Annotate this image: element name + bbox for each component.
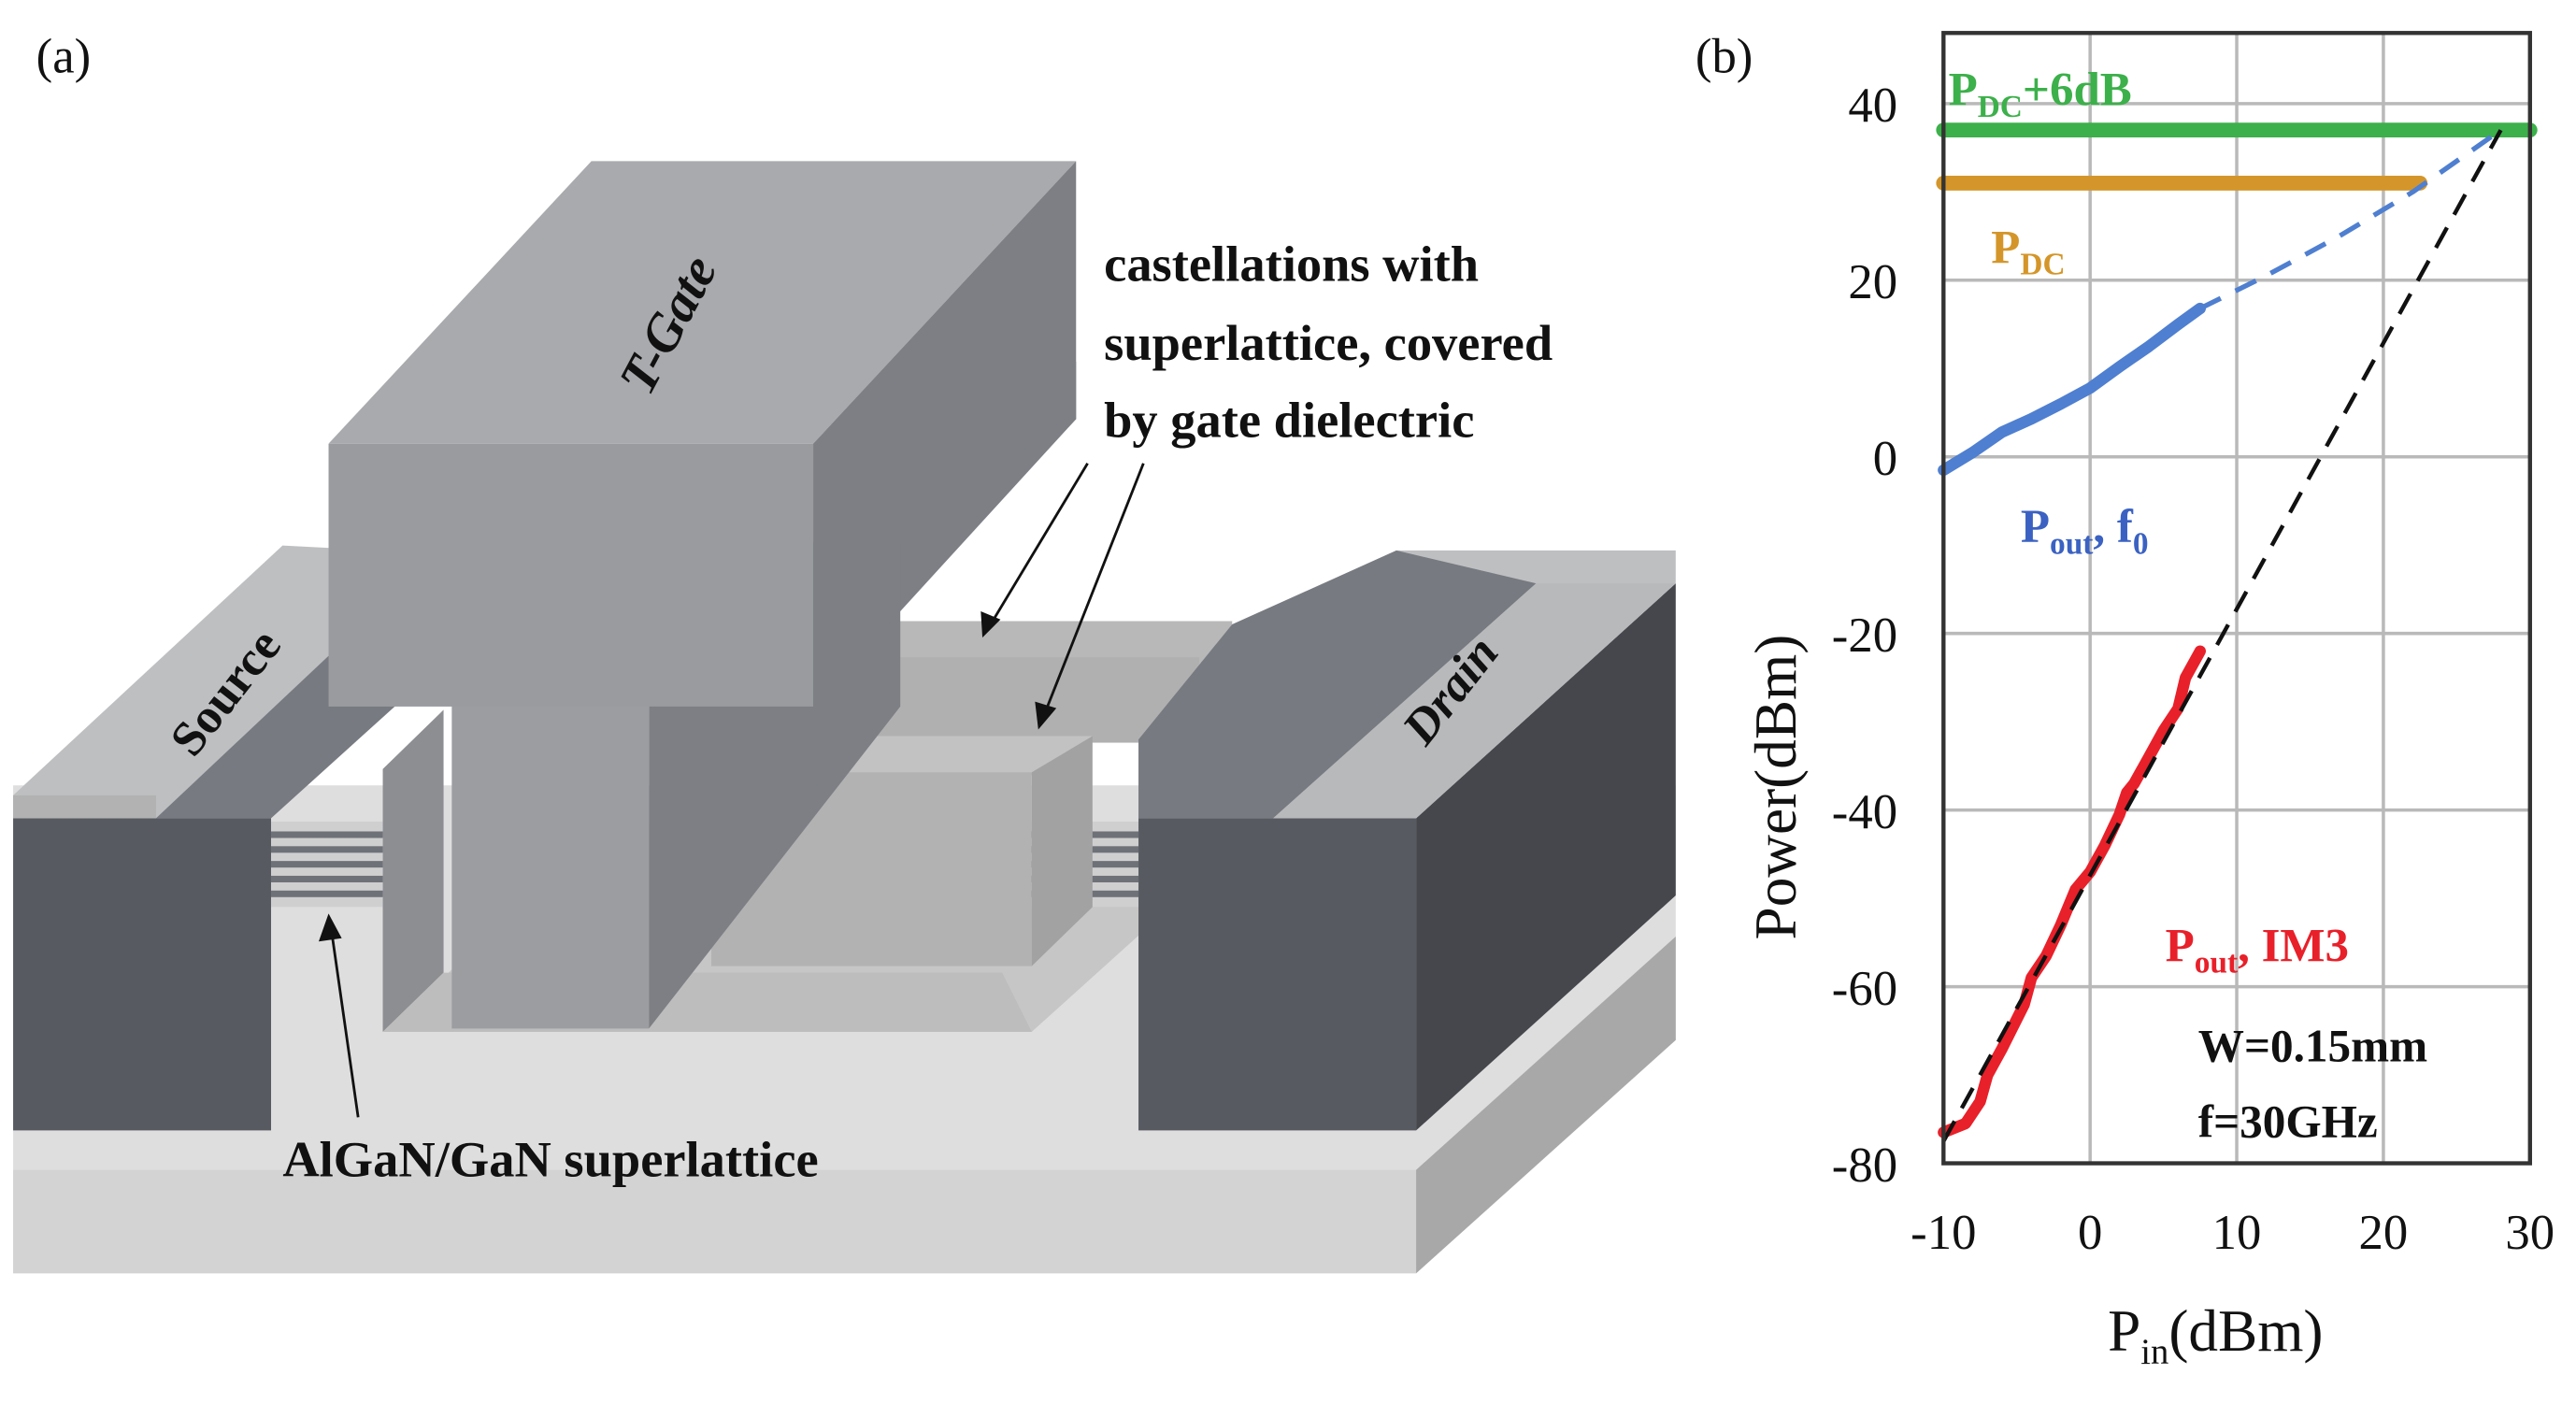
y-tick-label: 0 <box>1873 432 1897 486</box>
pout-f0-label: Pout, f0 <box>2021 501 2149 561</box>
y-tick-label: -20 <box>1832 608 1897 663</box>
series-pout-f0-extrapolated <box>2198 127 2503 311</box>
drain-pad <box>1273 583 1676 819</box>
castellations-arrows <box>980 463 1145 730</box>
series-pout-f0-measured <box>1938 302 2207 477</box>
width-annotation: W=0.15mm <box>2198 1021 2427 1072</box>
chart-ticks: -10 0 10 20 30 -80 -60 -40 -20 0 20 40 <box>1832 79 2555 1260</box>
trench-wall-left <box>382 709 444 1032</box>
superlattice-left <box>271 821 383 908</box>
x-tick-label: 20 <box>2359 1206 2409 1260</box>
plot-frame <box>1941 31 2532 1166</box>
castellations-label-line1: castellations with <box>1104 236 1479 293</box>
drain-block-front <box>1138 818 1417 1131</box>
pdc6-label: PDC+6dB <box>1949 64 2132 124</box>
series-im3-reference-slope <box>1941 129 2503 1143</box>
y-tick-label: -60 <box>1832 962 1897 1016</box>
y-tick-label: -80 <box>1832 1138 1897 1193</box>
x-tick-label: 0 <box>2078 1206 2102 1260</box>
drain-block-side <box>1416 583 1676 1131</box>
y-tick-label: 20 <box>1848 255 1897 309</box>
t-gate-top <box>328 161 1077 444</box>
substrate-side <box>1416 936 1676 1274</box>
superlattice-label: AlGaN/GaN superlattice <box>282 1131 818 1188</box>
panel-a-label: (a) <box>36 29 92 83</box>
x-tick-label: 30 <box>2505 1206 2555 1260</box>
pdc-label: PDC <box>1991 222 2065 281</box>
frequency-annotation: f=30GHz <box>2198 1095 2378 1147</box>
superlattice-arrow <box>318 913 360 1118</box>
chart-grid <box>1943 33 2530 1164</box>
pout-im3-label: Pout, IM3 <box>2166 920 2349 980</box>
x-tick-label: -10 <box>1911 1206 1976 1260</box>
castellations-label-line3: by gate dielectric <box>1104 392 1474 449</box>
castellation-front-side <box>1031 736 1093 966</box>
source-block-front <box>13 818 272 1131</box>
panel-b-label: (b) <box>1696 29 1753 83</box>
chart-series <box>1936 122 2538 1143</box>
device-diagram: (a) Source <box>13 29 1676 1274</box>
y-axis-label: Power(dBm) <box>1743 635 1809 940</box>
source-edge <box>13 795 156 819</box>
series-pout-im3 <box>1938 645 2207 1138</box>
x-tick-label: 10 <box>2212 1206 2262 1260</box>
y-tick-label: 40 <box>1848 79 1897 133</box>
t-gate-front <box>328 443 814 707</box>
t-gate-side <box>813 161 1077 707</box>
castellations-label-line2: superlattice, covered <box>1104 314 1553 371</box>
x-axis-label: Pin(dBm) <box>2108 1298 2323 1372</box>
t-gate-side-lower <box>900 361 1077 608</box>
drain-contact-side <box>1138 550 1537 819</box>
power-chart: (b) -10 0 10 20 30 -80 -60 -40 -20 0 20 40 Power(dB… <box>1696 29 2555 1372</box>
y-tick-label: -40 <box>1832 785 1897 839</box>
substrate-front <box>13 1169 1417 1274</box>
